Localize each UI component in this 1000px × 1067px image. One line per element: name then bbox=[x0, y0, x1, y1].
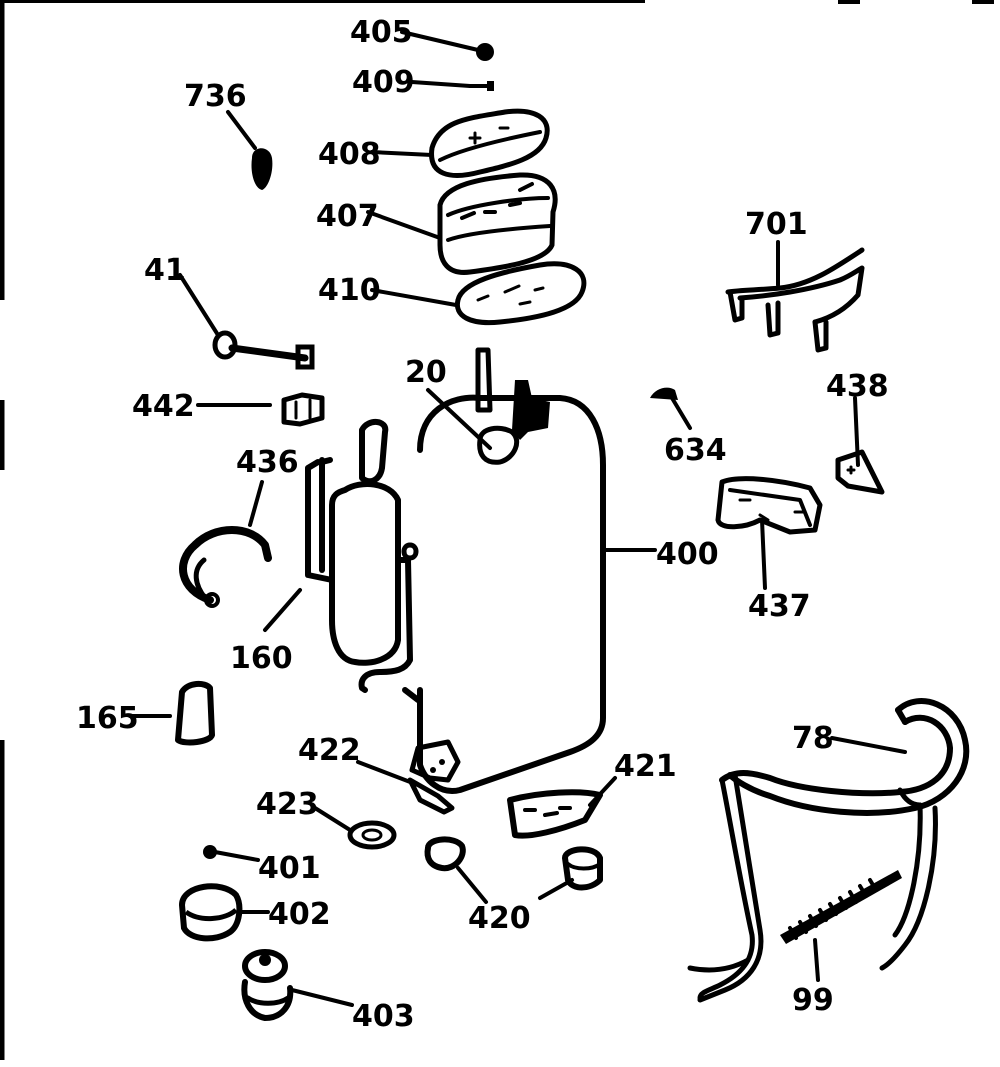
part-407-terminal-box bbox=[437, 172, 558, 275]
part-400-compressor bbox=[329, 347, 606, 815]
callout-165: 165 bbox=[76, 701, 139, 736]
part-410-gasket bbox=[454, 261, 587, 326]
part-438-shield bbox=[835, 449, 885, 495]
part-160-suction-line bbox=[305, 457, 335, 583]
callout-labels: 405 409 736 408 407 410 41 442 20 634 43… bbox=[76, 15, 889, 1034]
part-437-bracket bbox=[715, 476, 823, 535]
callout-421: 421 bbox=[614, 749, 677, 784]
part-423-washer bbox=[347, 820, 397, 850]
part-436-bracket bbox=[179, 526, 272, 608]
part-442-clip bbox=[281, 392, 325, 427]
callout-401: 401 bbox=[258, 851, 321, 886]
callout-420: 420 bbox=[468, 901, 531, 936]
leader-lines bbox=[128, 30, 907, 1007]
callout-436: 436 bbox=[236, 445, 299, 480]
callout-409: 409 bbox=[352, 65, 415, 100]
part-402-grommet bbox=[178, 883, 243, 942]
callout-160: 160 bbox=[230, 641, 293, 676]
part-41-bolt bbox=[178, 273, 315, 370]
part-78-strap bbox=[687, 698, 970, 1003]
callout-403: 403 bbox=[352, 999, 415, 1034]
callout-634: 634 bbox=[664, 433, 727, 468]
part-420-grommets bbox=[424, 836, 603, 891]
callout-20: 20 bbox=[405, 355, 447, 390]
part-634-screw bbox=[650, 387, 692, 430]
callout-407: 407 bbox=[316, 199, 379, 234]
callout-78: 78 bbox=[792, 721, 834, 756]
callout-437: 437 bbox=[748, 589, 811, 624]
callout-402: 402 bbox=[268, 897, 331, 932]
callout-736: 736 bbox=[184, 79, 247, 114]
callout-99: 99 bbox=[792, 983, 834, 1018]
callout-408: 408 bbox=[318, 137, 381, 172]
callout-400: 400 bbox=[656, 537, 719, 572]
part-421-bracket bbox=[507, 789, 603, 839]
part-405-nut bbox=[476, 43, 494, 61]
callout-442: 442 bbox=[132, 389, 195, 424]
callout-41: 41 bbox=[144, 253, 186, 288]
part-736-grommet bbox=[251, 148, 273, 190]
part-701-bracket bbox=[725, 247, 865, 353]
part-165-cover bbox=[175, 680, 215, 746]
callout-422: 422 bbox=[298, 733, 361, 768]
part-401-pin bbox=[203, 845, 260, 862]
part-408-terminal-cover bbox=[429, 108, 550, 178]
part-99-spring bbox=[780, 870, 902, 944]
part-409-screw bbox=[468, 81, 494, 91]
callout-701: 701 bbox=[745, 207, 808, 242]
part-403-mount bbox=[241, 949, 294, 1021]
callout-438: 438 bbox=[826, 369, 889, 404]
callout-405: 405 bbox=[350, 15, 413, 50]
callout-410: 410 bbox=[318, 273, 381, 308]
callout-423: 423 bbox=[256, 787, 319, 822]
